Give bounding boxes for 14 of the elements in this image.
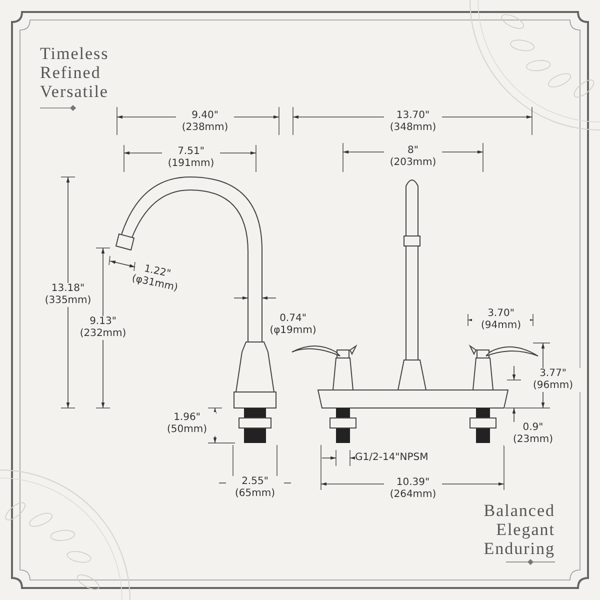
tagline-word: Enduring [484, 539, 555, 558]
tagline-word: Balanced [484, 501, 555, 520]
dimension-label: 3.70" (94mm) [472, 308, 530, 332]
dimension-label: G1/2-14"NPSM [355, 452, 428, 464]
dimension-label: 13.70" (348mm) [384, 110, 442, 134]
dimension-label: 2.55" (65mm) [226, 476, 284, 500]
tagline-word: Refined [40, 63, 101, 82]
dimension-label: 8" (203mm) [384, 145, 442, 169]
dimension-label: 10.39" (264mm) [384, 477, 442, 501]
tagline-word: Versatile [40, 82, 108, 101]
tagline-word: Timeless [40, 44, 109, 63]
dimension-label: 9.40" (238mm) [176, 110, 234, 134]
tagline-word: Elegant [496, 520, 555, 539]
dimension-label: 7.51" (191mm) [162, 146, 220, 170]
